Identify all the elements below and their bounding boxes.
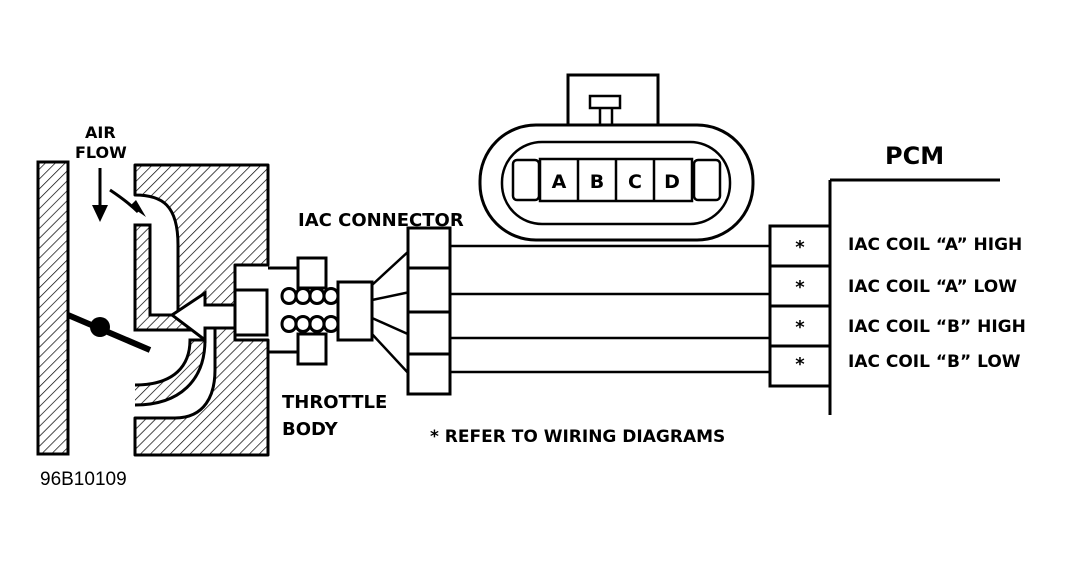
iac-lead-1 [371,249,411,286]
connector-pin-a: A [552,171,567,193]
air-flow-label-line1: AIR [85,123,116,142]
iac-connector-body [406,226,452,396]
pcm-circuit-label-2: IAC COIL “A” LOW [848,277,1017,297]
pcm-terminal-marker-3: * [795,317,805,338]
pcm-circuit-label-1: IAC COIL “A” HIGH [848,235,1022,255]
iac-coil-upper [280,287,370,305]
pcm-terminal-marker-4: * [795,354,805,375]
throttle-body-label-line1: THROTTLE [282,392,387,413]
iac-motor-upper-bracket [296,256,328,290]
iac-lead-2 [371,290,411,302]
pcm-terminal-marker-1: * [795,237,805,258]
pcm-circuit-label-3: IAC COIL “B” HIGH [848,317,1026,337]
harness-wires [450,244,770,374]
iac-lead-3 [371,316,411,337]
throttle-body-label-line2: BODY [282,419,339,440]
pcm-circuit-label-4: IAC COIL “B” LOW [848,352,1021,372]
throttle-bore-wall [36,160,70,456]
airflow-arrowhead-down [92,205,108,222]
pcm-terminal-block [768,224,832,388]
iac-connector-label: IAC CONNECTOR [298,210,464,231]
figure-id: 96B10109 [40,469,127,490]
iac-lead-4 [371,333,411,376]
throttle-pivot [90,317,110,337]
pcm-terminal-marker-2: * [795,277,805,298]
air-flow-label-line2: FLOW [75,143,127,162]
connector-pin-d: D [664,171,680,193]
airflow-arrowhead-curved [130,200,146,217]
iac-valve-body [233,288,269,337]
pcm-label: PCM [885,142,944,170]
throttle-plate [66,312,152,353]
iac-motor-housing [336,280,374,342]
iac-coil-lower [280,315,370,333]
iac-motor-lower-bracket [296,332,328,366]
connector-pin-c: C [628,171,642,193]
connector-pin-b: B [590,171,604,193]
refer-wiring-note: * REFER TO WIRING DIAGRAMS [430,427,725,447]
connector-face-view [478,73,755,242]
